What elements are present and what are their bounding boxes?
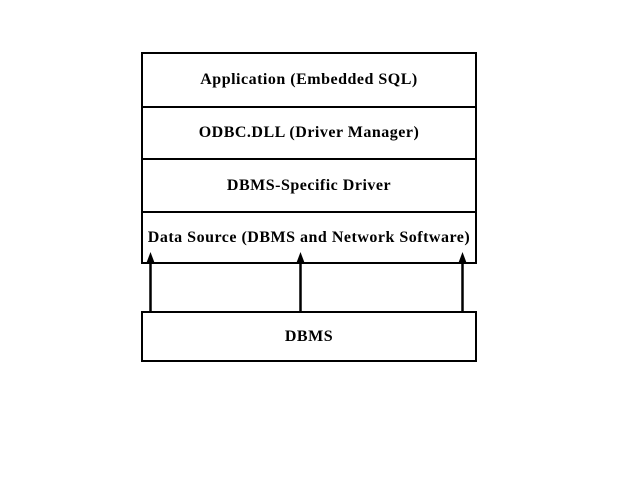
layer-box-application: Application (Embedded SQL)	[143, 54, 475, 108]
layer-box-dbms-driver: DBMS-Specific Driver	[143, 160, 475, 213]
layer-label-dbms-driver: DBMS-Specific Driver	[226, 176, 392, 194]
layer-box-driver-manager: ODBC.DLL (Driver Manager)	[143, 108, 475, 160]
layer-label-driver-manager: ODBC.DLL (Driver Manager)	[198, 124, 420, 141]
layer-stack: Application (Embedded SQL) ODBC.DLL (Dri…	[141, 52, 477, 264]
dbms-box-label: DBMS	[284, 327, 334, 345]
layer-box-data-source: Data Source (DBMS and Network Software)	[143, 213, 475, 262]
layer-label-data-source: Data Source (DBMS and Network Software)	[147, 228, 471, 246]
dbms-box: DBMS	[141, 311, 477, 362]
layer-label-application: Application (Embedded SQL)	[200, 71, 418, 88]
